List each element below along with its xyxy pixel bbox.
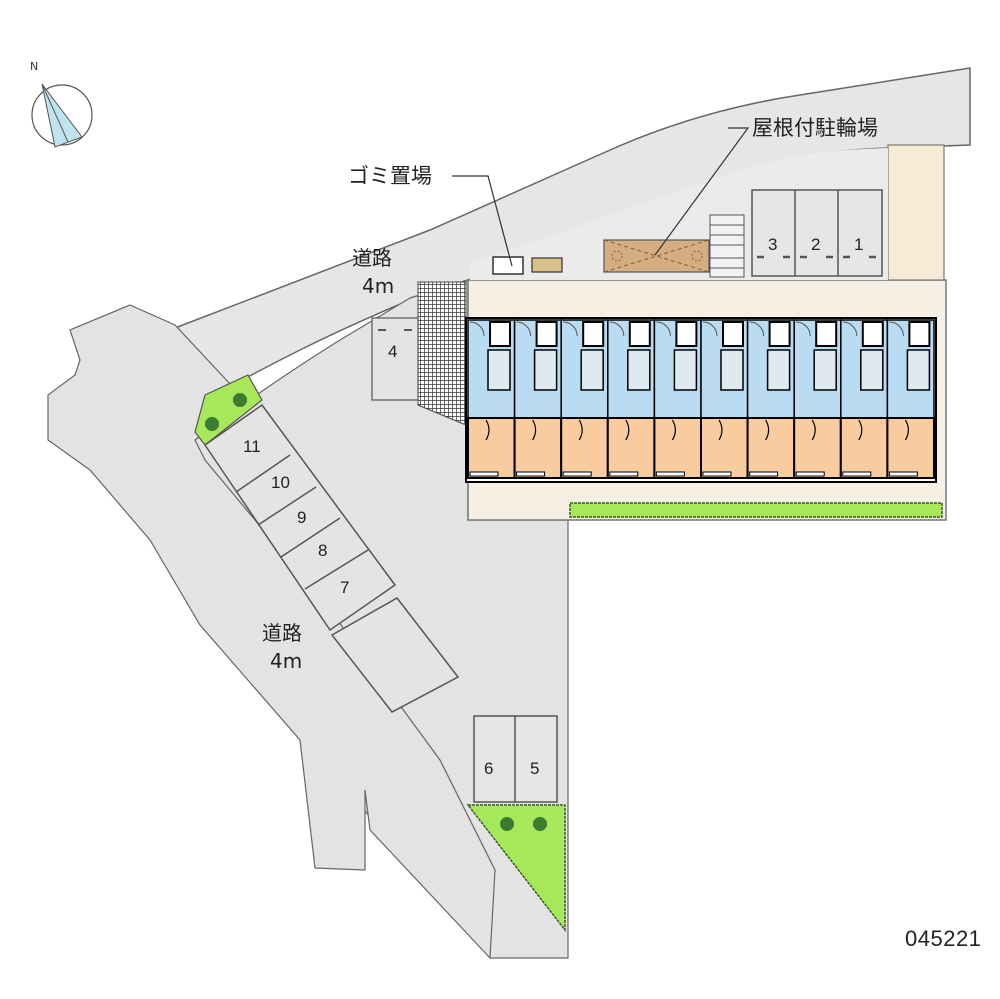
label-road-west-name: 道路 bbox=[262, 621, 302, 645]
label-garbage-area: ゴミ置場 bbox=[348, 164, 432, 188]
covered-bicycle-parking bbox=[603, 239, 710, 273]
apartment-unit bbox=[839, 319, 889, 479]
svg-text:1: 1 bbox=[854, 235, 863, 254]
parking-row-7-11 bbox=[203, 403, 460, 713]
svg-text:7: 7 bbox=[340, 578, 349, 597]
svg-text:4: 4 bbox=[388, 342, 397, 361]
leader-bike bbox=[654, 127, 750, 256]
apartment-unit bbox=[793, 319, 842, 479]
apartment-unit bbox=[700, 319, 749, 479]
apartment-unit bbox=[513, 319, 563, 479]
apartment-unit bbox=[606, 319, 656, 479]
apartment-unit bbox=[467, 319, 516, 479]
label-road-west-width: 4m bbox=[270, 649, 302, 673]
apartment-unit bbox=[746, 319, 796, 479]
label-road-north-name: 道路 bbox=[352, 246, 392, 270]
leader-garbage bbox=[452, 175, 513, 267]
steps bbox=[709, 214, 745, 278]
garbage-area bbox=[492, 256, 524, 275]
road-west bbox=[47, 304, 496, 960]
green-area-nw bbox=[194, 374, 263, 446]
svg-text:8: 8 bbox=[318, 541, 327, 560]
apartment-unit bbox=[886, 319, 936, 479]
staircase-hatched bbox=[417, 281, 467, 426]
property-code: 045221 bbox=[905, 926, 982, 951]
apartment-unit bbox=[653, 319, 703, 479]
svg-text:10: 10 bbox=[271, 473, 290, 492]
east-strip bbox=[887, 144, 945, 281]
apartment-unit bbox=[560, 319, 609, 479]
svg-text:N: N bbox=[30, 60, 38, 73]
hedge-east bbox=[569, 502, 943, 518]
svg-text:3: 3 bbox=[768, 235, 777, 254]
parking-row-1-3: 3 2 1 bbox=[751, 189, 883, 277]
green-area-south bbox=[466, 804, 566, 933]
label-road-north-width: 4m bbox=[362, 274, 394, 298]
svg-text:5: 5 bbox=[530, 759, 539, 778]
svg-text:6: 6 bbox=[484, 759, 493, 778]
parking-row-5-6: 6 5 bbox=[473, 715, 558, 803]
apartment-building bbox=[465, 317, 937, 483]
compass-north-arrow-icon: N bbox=[30, 60, 93, 148]
svg-text:9: 9 bbox=[297, 508, 306, 527]
svg-text:2: 2 bbox=[811, 235, 820, 254]
label-bicycle-parking: 屋根付駐輪場 bbox=[752, 116, 878, 140]
storage-box bbox=[531, 257, 563, 273]
parking-space-4: 4 bbox=[371, 317, 419, 401]
svg-text:11: 11 bbox=[243, 437, 261, 456]
